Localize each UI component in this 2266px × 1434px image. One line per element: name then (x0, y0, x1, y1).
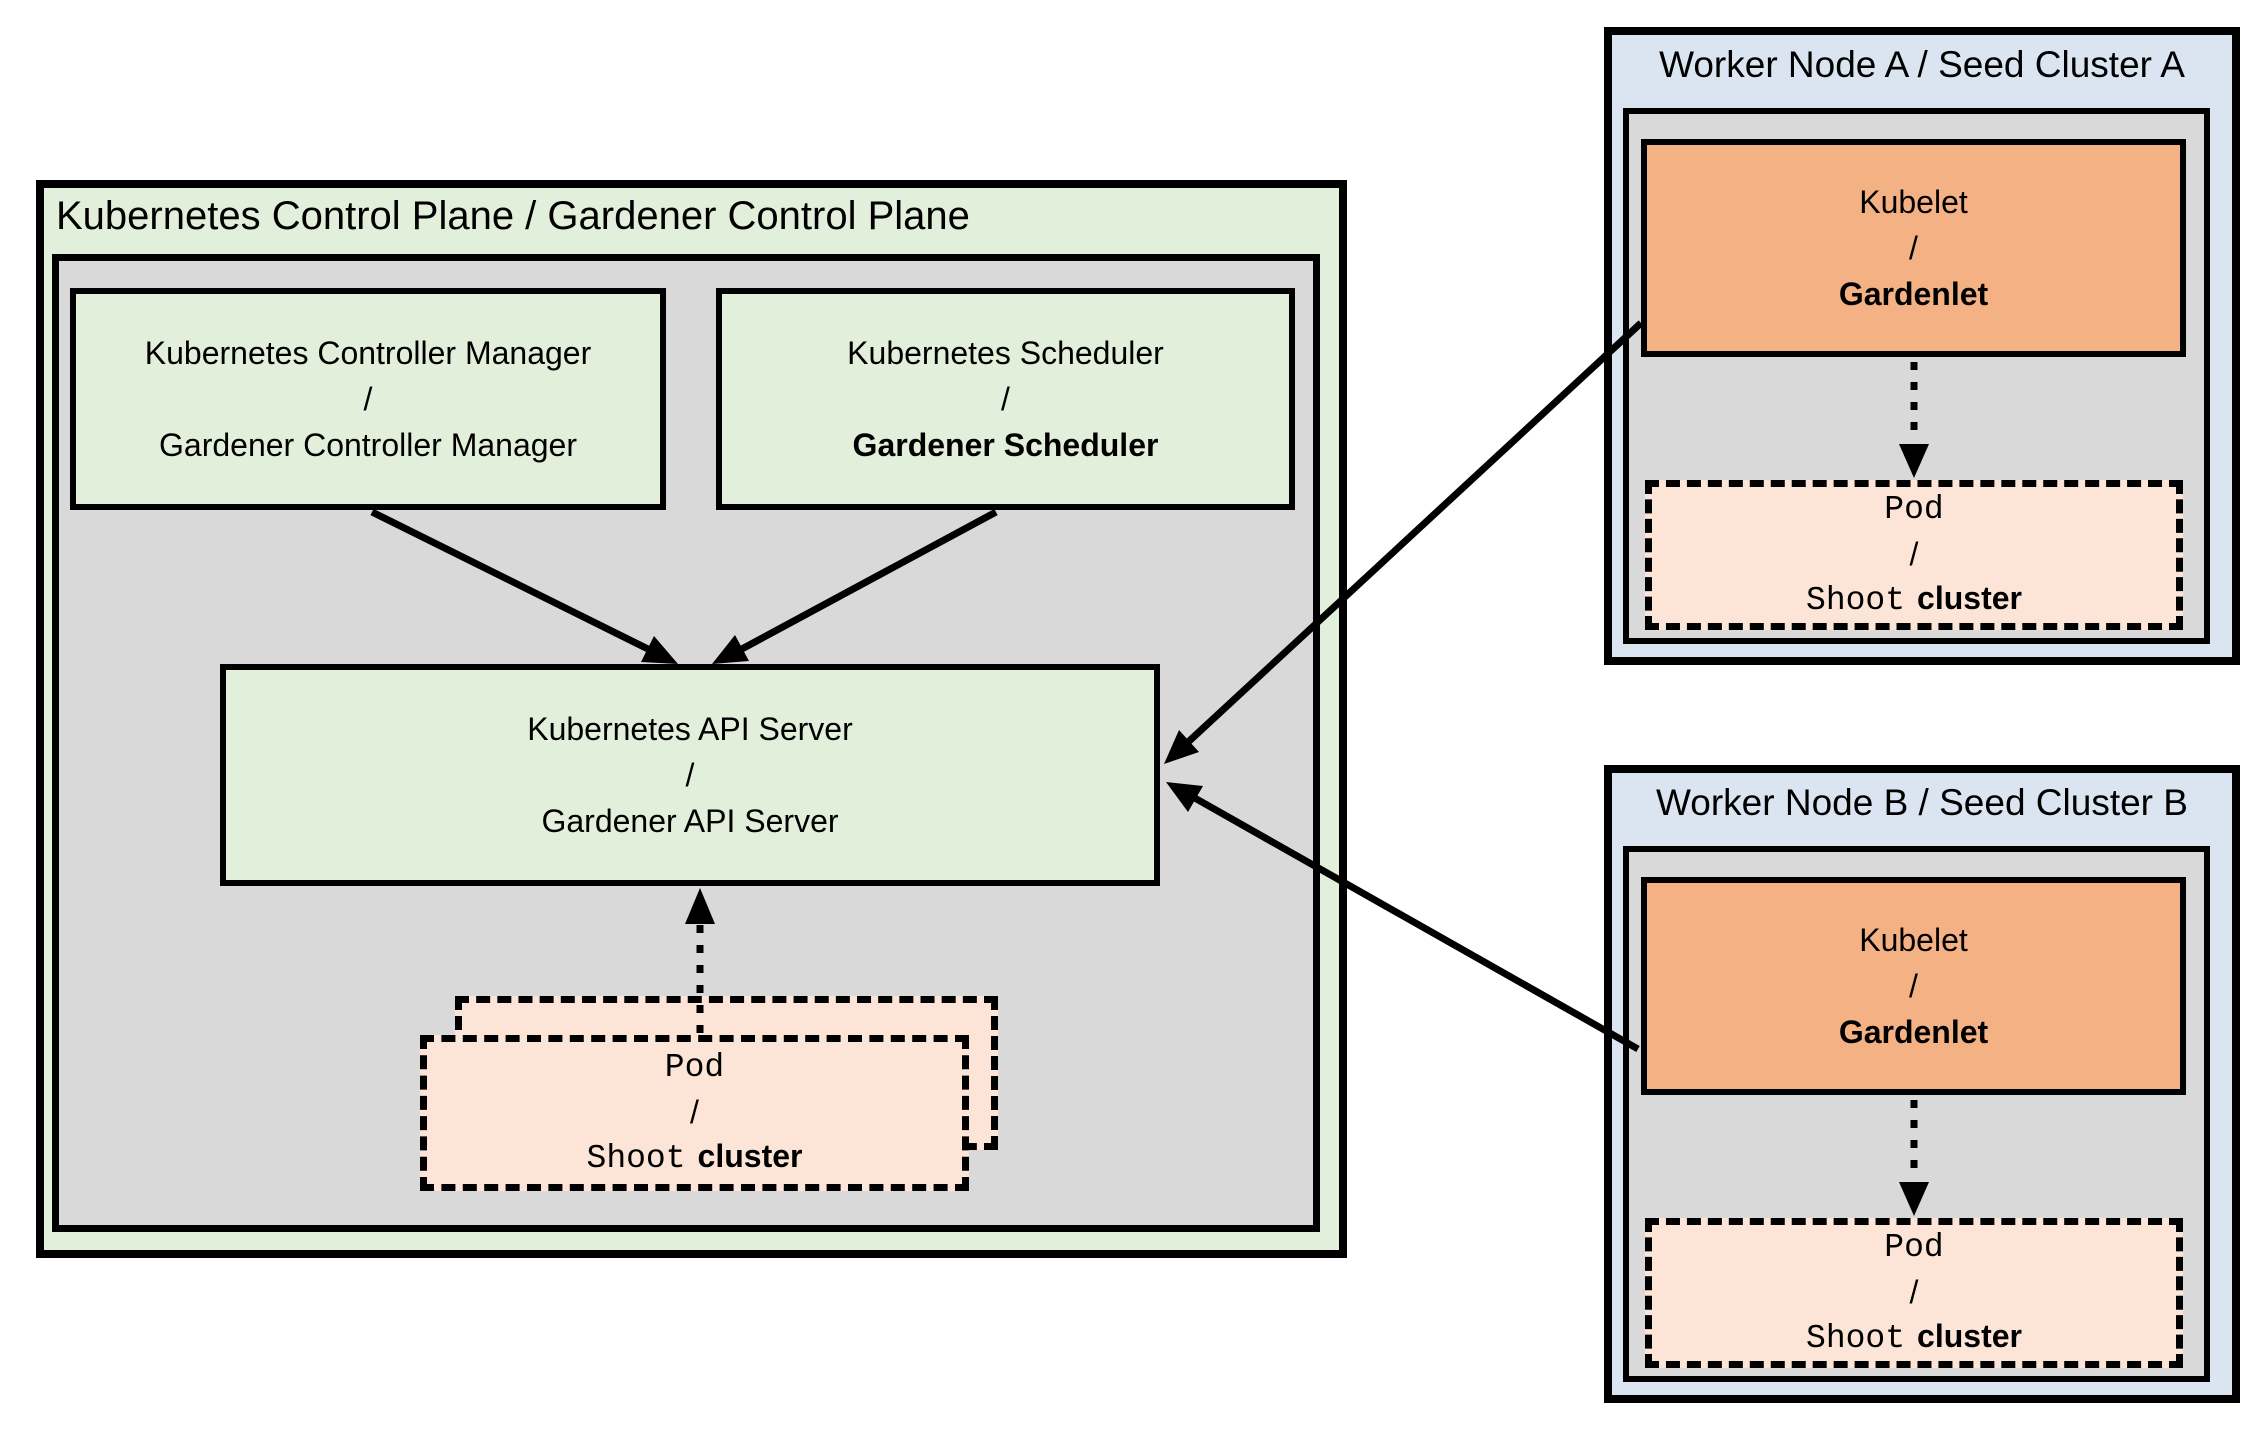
pod-label-rest: cluster (1917, 579, 2022, 616)
worker-node-a-title: Worker Node A / Seed Cluster A (1659, 44, 2185, 85)
kubelet-b-box: Kubelet / Gardenlet (1641, 877, 2186, 1095)
pod-box-worker-b: Pod / Shoot cluster (1645, 1218, 2183, 1368)
box-label-line: Kubernetes Scheduler (847, 335, 1164, 371)
box-label-slash: / (363, 381, 373, 417)
box-label-line: Gardener Controller Manager (159, 427, 577, 463)
pod-box: Pod / Shoot cluster (420, 1035, 969, 1191)
box-label-line: Gardenlet (1838, 276, 1989, 312)
pod-label-line: Shoot cluster (1806, 1314, 2022, 1361)
worker-node-b-title: Worker Node B / Seed Cluster B (1656, 782, 2188, 823)
kubelet-a-box: Kubelet / Gardenlet (1641, 139, 2186, 357)
box-label-line: Gardener Scheduler (852, 427, 1159, 463)
controller-manager-box: Kubernetes Controller Manager / Gardener… (70, 288, 666, 510)
control-plane-title: Kubernetes Control Plane / Gardener Cont… (56, 194, 970, 238)
pod-label-slash: / (690, 1093, 699, 1130)
pod-label-code: Shoot (586, 1139, 686, 1177)
box-label-slash: / (685, 757, 695, 793)
pod-label-slash: / (1909, 1273, 1919, 1310)
box-label-line: Gardenlet (1838, 1014, 1989, 1050)
api-server-box: Kubernetes API Server / Gardener API Ser… (220, 664, 1160, 886)
box-label-line: Kubernetes API Server (527, 711, 853, 747)
pod-label: Pod (1884, 490, 1944, 528)
pod-label: Pod (1884, 1228, 1944, 1266)
pod-label-code: Shoot (1806, 581, 1906, 619)
box-label-slash: / (1909, 230, 1918, 266)
pod-label-code: Shoot (1806, 1319, 1906, 1357)
pod-label-rest: cluster (697, 1137, 803, 1174)
pod-label-line: Shoot cluster (587, 1134, 803, 1181)
box-label-line: Kubelet (1859, 184, 1968, 220)
scheduler-box: Kubernetes Scheduler / Gardener Schedule… (716, 288, 1295, 510)
box-label-slash: / (1909, 968, 1918, 1004)
pod-label-slash: / (1909, 535, 1919, 572)
box-label-line: Kubelet (1859, 922, 1968, 958)
pod-label-line: Shoot cluster (1806, 576, 2022, 623)
pod-label-rest: cluster (1917, 1317, 2022, 1354)
pod-box-worker-a: Pod / Shoot cluster (1645, 480, 2183, 630)
box-label-slash: / (1001, 381, 1010, 417)
pod-label: Pod (664, 1048, 725, 1086)
box-label-line: Kubernetes Controller Manager (144, 335, 592, 371)
box-label-line: Gardener API Server (541, 803, 839, 839)
